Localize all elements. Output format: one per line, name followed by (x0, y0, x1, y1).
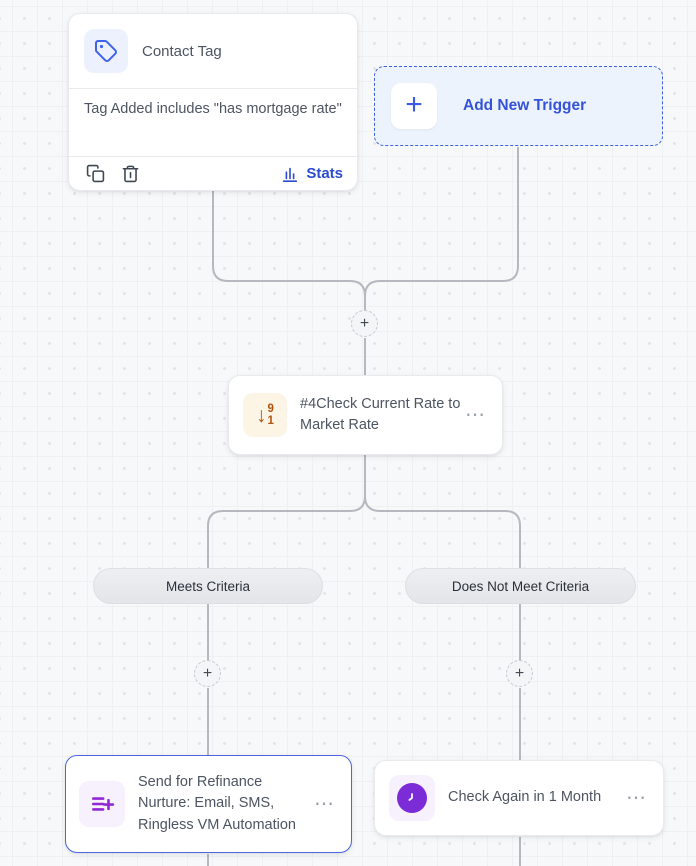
trigger-card-contact-tag[interactable]: Contact Tag Tag Added includes "has mort… (68, 13, 358, 191)
insert-step-button-top[interactable]: + (351, 310, 378, 337)
add-new-trigger-button[interactable]: + Add New Trigger (374, 66, 663, 146)
trigger-description: Tag Added includes "has mortgage rate" (69, 89, 357, 157)
duplicate-icon[interactable] (83, 162, 107, 186)
branch-label-does-not-meet-criteria[interactable]: Does Not Meet Criteria (405, 568, 636, 604)
add-new-trigger-label: Add New Trigger (463, 97, 587, 114)
plus-icon: + (391, 83, 437, 129)
stats-button[interactable]: Stats (281, 165, 343, 183)
trigger-card-footer: Stats (69, 157, 357, 190)
edge-condition-to-left-branch (207, 455, 366, 568)
sort-numeric-desc-icon: ↓ 9 1 (243, 393, 287, 437)
action-node-title: Check Again in 1 Month (448, 789, 602, 806)
wait-clock-icon (389, 775, 435, 821)
stats-label: Stats (306, 165, 343, 182)
tag-icon (84, 29, 128, 73)
branch-label-meets-criteria[interactable]: Meets Criteria (93, 568, 323, 604)
edge-condition-to-right-branch (364, 455, 521, 568)
playlist-add-icon (79, 781, 125, 827)
delete-icon[interactable] (118, 162, 142, 186)
insert-step-button-left-branch[interactable]: + (194, 660, 221, 687)
action-node-check-again[interactable]: Check Again in 1 Month ⋯ (374, 760, 664, 836)
trigger-card-header[interactable]: Contact Tag (69, 14, 357, 89)
bar-chart-icon (283, 167, 298, 182)
plus-icon: + (514, 664, 525, 682)
action-node-title: Send for Refinance Nurture: Email, SMS, … (138, 773, 296, 833)
trigger-title: Contact Tag (142, 42, 222, 60)
plus-icon: + (202, 664, 213, 682)
edge-addtrigger-to-merge (364, 147, 519, 311)
plus-icon: + (359, 314, 370, 332)
edge-trigger-to-merge (212, 191, 366, 311)
node-menu-icon[interactable]: ⋯ (465, 404, 486, 426)
node-menu-icon[interactable]: ⋯ (626, 787, 647, 809)
action-node-refinance-nurture[interactable]: Send for Refinance Nurture: Email, SMS, … (65, 755, 352, 853)
condition-node-title: #4Check Current Rate to Market Rate (300, 395, 461, 433)
condition-node-check-rate[interactable]: ↓ 9 1 #4Check Current Rate to Market Rat… (228, 375, 503, 455)
node-menu-icon[interactable]: ⋯ (314, 793, 335, 815)
insert-step-button-right-branch[interactable]: + (506, 660, 533, 687)
